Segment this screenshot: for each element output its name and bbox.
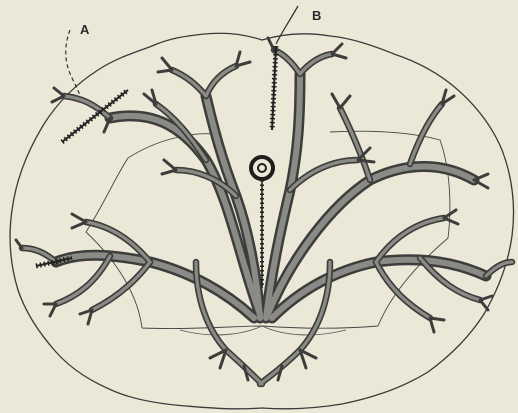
leader-line-a <box>66 30 80 96</box>
center-knot <box>251 157 273 179</box>
leader-line-b <box>276 6 298 44</box>
lower-notch <box>180 326 346 335</box>
vessel-network <box>16 38 512 384</box>
label-a: A <box>80 22 90 37</box>
label-b: B <box>312 8 321 23</box>
